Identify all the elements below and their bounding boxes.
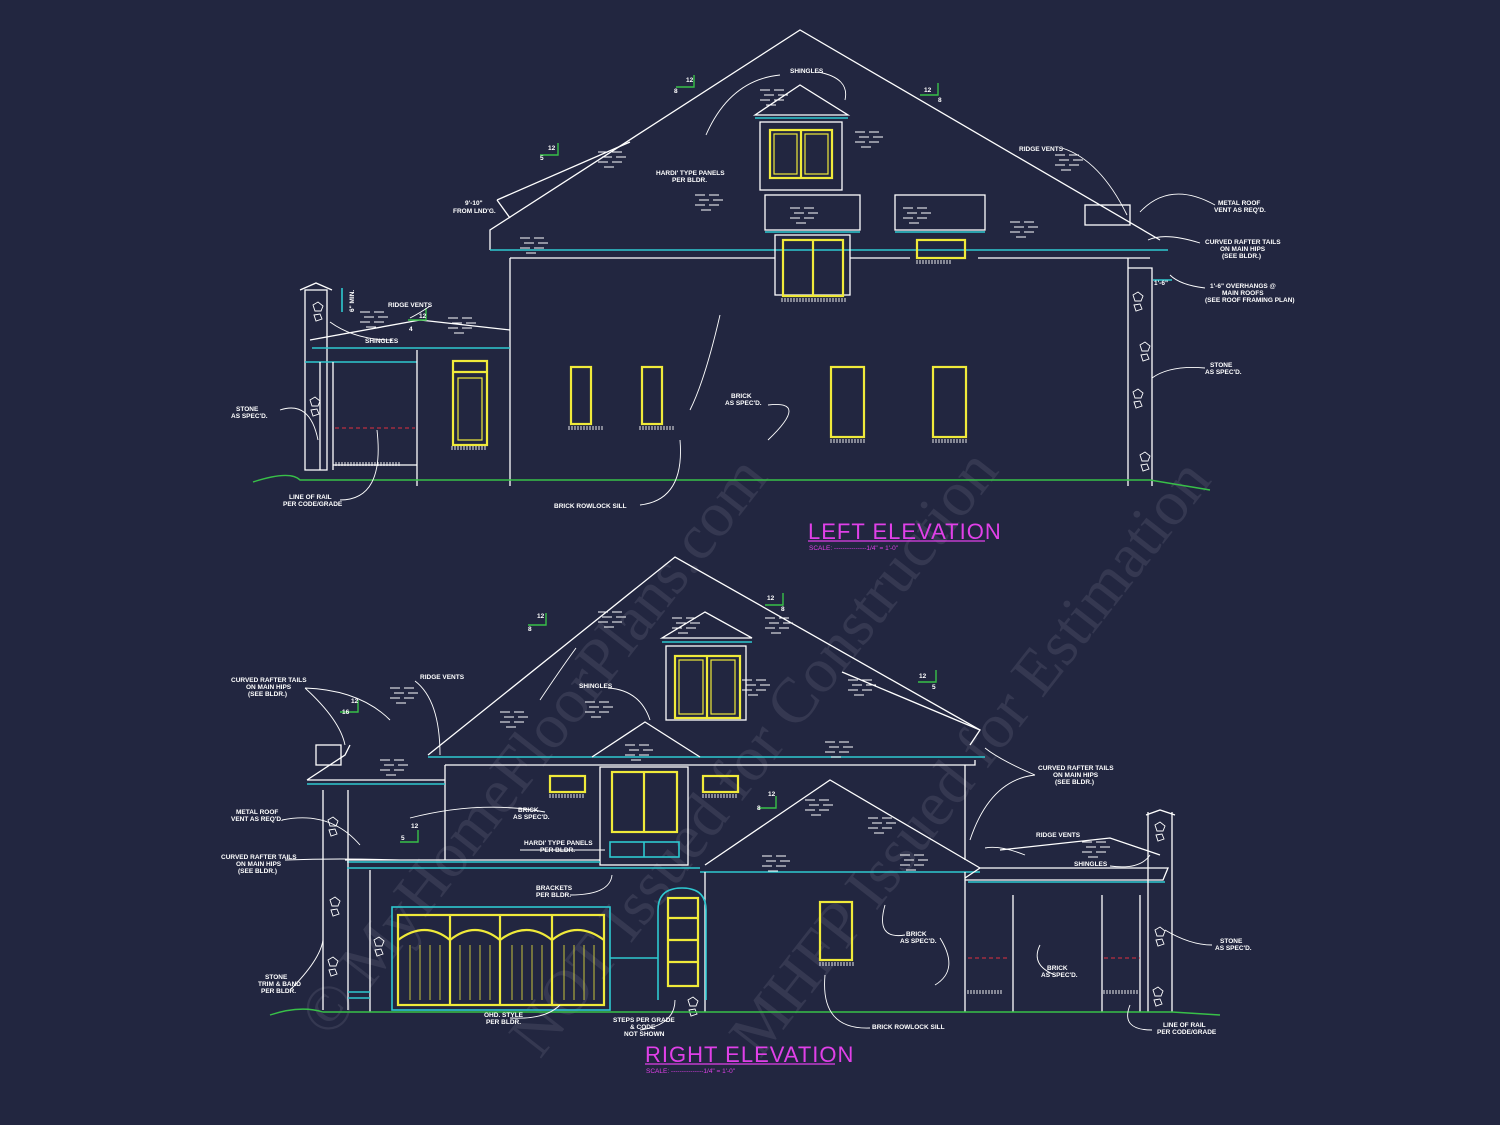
note-brick-c-2: AS SPEC'D. [1041, 972, 1078, 979]
note-rail-1: LINE OF RAIL [289, 494, 332, 501]
note-curved-m-3: (SEE BLDR.) [238, 868, 277, 875]
left-elevation-title: LEFT ELEVATION [808, 519, 1002, 544]
note-curved-1: CURVED RAFTER TAILS [1205, 239, 1281, 246]
note-curved-r-1: CURVED RAFTER TAILS [1038, 765, 1114, 772]
note-metal-roof-1: METAL ROOF [1218, 200, 1260, 207]
note-rail-2: PER CODE/GRADE [1157, 1029, 1217, 1036]
note-stone-l-2: TRIM & BAND [258, 981, 301, 988]
pitch-12b: 12 [767, 595, 775, 602]
pitch-5b: 5 [401, 835, 405, 842]
note-rowlock: BRICK ROWLOCK SILL [554, 503, 627, 510]
pitch-8b: 8 [781, 606, 785, 613]
pitch-4: 4 [409, 326, 413, 333]
pitch-12d: 12 [919, 673, 927, 680]
right-elevation-title-block: RIGHT ELEVATION SCALE: ---------------1/… [645, 1042, 854, 1075]
dim-min: 6" MIN. [349, 290, 356, 312]
note-brick-1: BRICK [731, 393, 752, 400]
note-curved-l-2: ON MAIN HIPS [246, 684, 292, 691]
note-curved-r-2: ON MAIN HIPS [1053, 772, 1099, 779]
right-elevation-title: RIGHT ELEVATION [645, 1042, 854, 1067]
note-metal-roof-2: VENT AS REQ'D. [1214, 207, 1266, 214]
note-shingles: SHINGLES [790, 68, 824, 75]
note-hardi-2: PER BLDR. [540, 847, 575, 854]
right-elevation-drawing [269, 556, 1221, 1031]
note-stone-right-2: AS SPEC'D. [1205, 369, 1242, 376]
note-curved-l-1: CURVED RAFTER TAILS [231, 677, 307, 684]
note-hardi-1: HARDI' TYPE PANELS [656, 170, 725, 177]
note-brick-r-2: AS SPEC'D. [900, 938, 937, 945]
pitch-8c: 8 [757, 805, 761, 812]
pitch-12f: 12 [768, 791, 776, 798]
pitch-5: 5 [540, 155, 544, 162]
note-brick-c-1: BRICK [1047, 965, 1068, 972]
right-elevation-scale: SCALE: ---------------1/4" = 1'-0" [646, 1068, 736, 1075]
note-ridge-vents: RIDGE VENTS [1019, 146, 1064, 153]
pitch-8a: 8 [528, 626, 532, 633]
note-brick-2: AS SPEC'D. [725, 400, 762, 407]
note-ridge-vents-r: RIDGE VENTS [1036, 832, 1081, 839]
note-finish-1: 9'-10" [465, 200, 483, 207]
left-elevation-notes: SHINGLES HARDI' TYPE PANELS PER BLDR. RI… [231, 68, 1295, 510]
note-curved-3: (SEE BLDR.) [1222, 253, 1261, 260]
note-steps-1: STEPS PER GRADE [613, 1017, 675, 1024]
left-elevation-scale: SCALE: ---------------1/4" = 1'-0" [809, 545, 899, 552]
left-elevation-drawing [252, 29, 1216, 506]
pitch-12e: 12 [411, 823, 419, 830]
note-stone-l-1: STONE [265, 974, 288, 981]
note-curved-l-3: (SEE BLDR.) [248, 691, 287, 698]
note-ohd-1: OHD. STYLE [484, 1012, 524, 1019]
pitch-12c: 12 [548, 145, 556, 152]
note-ridge-vents: RIDGE VENTS [420, 674, 465, 681]
note-shingles-r: SHINGLES [1074, 861, 1108, 868]
note-stone-left-1: STONE [236, 406, 259, 413]
dim-overhang: 1'-6" [1154, 280, 1168, 287]
note-stone-l-3: PER BLDR. [261, 988, 296, 995]
note-curved-m-2: ON MAIN HIPS [236, 861, 282, 868]
note-metal-roof-2: VENT AS REQ'D. [231, 816, 283, 823]
note-brick-2: AS SPEC'D. [513, 814, 550, 821]
note-overhang-3: (SEE ROOF FRAMING PLAN) [1205, 297, 1295, 304]
note-brick-1: BRICK [518, 807, 539, 814]
note-rail-1: LINE OF RAIL [1163, 1022, 1206, 1029]
note-curved-2: ON MAIN HIPS [1220, 246, 1266, 253]
note-steps-2: & CODE [630, 1024, 656, 1031]
note-ohd-2: PER BLDR. [486, 1019, 521, 1026]
note-brick-r-1: BRICK [906, 931, 927, 938]
pitch-5a: 5 [932, 684, 936, 691]
pitch-12a: 12 [686, 77, 694, 84]
pitch-8: 8 [674, 88, 678, 95]
note-steps-3: NOT SHOWN [624, 1031, 665, 1038]
note-rowlock: BRICK ROWLOCK SILL [872, 1024, 945, 1031]
note-overhang-2: MAIN ROOFS [1222, 290, 1264, 297]
note-stone-right-1: STONE [1210, 362, 1233, 369]
pitch-8b: 8 [938, 97, 942, 104]
watermark: © MyHomeFloorPlans.com NOT Issued for Co… [285, 436, 1224, 1069]
pitch-12b: 12 [924, 87, 932, 94]
note-shingles: SHINGLES [579, 683, 613, 690]
note-stone-left-2: AS SPEC'D. [231, 413, 268, 420]
pitch-12c: 12 [351, 698, 359, 705]
note-overhang-1: 1'-6" OVERHANGS @ [1210, 283, 1276, 290]
note-curved-m-1: CURVED RAFTER TAILS [221, 854, 297, 861]
note-metal-roof-1: METAL ROOF [236, 809, 278, 816]
pitch-16: 16 [342, 709, 350, 716]
pitch-12a: 12 [537, 613, 545, 620]
note-brackets-2: PER BLDR. [536, 892, 571, 899]
right-elevation-notes: CURVED RAFTER TAILS ON MAIN HIPS (SEE BL… [221, 595, 1252, 1038]
note-curved-r-3: (SEE BLDR.) [1055, 779, 1094, 786]
pitch-12d: 12 [419, 313, 427, 320]
note-shingles-low: SHINGLES [365, 338, 399, 345]
note-ridge-vents-low: RIDGE VENTS [388, 302, 433, 309]
note-stone-r-1: STONE [1220, 938, 1243, 945]
note-finish-2: FROM LND'G. [453, 208, 496, 215]
note-hardi-2: PER BLDR. [672, 177, 707, 184]
note-hardi-1: HARDI' TYPE PANELS [524, 840, 593, 847]
left-elevation-title-block: LEFT ELEVATION SCALE: ---------------1/4… [808, 519, 1002, 552]
note-stone-r-2: AS SPEC'D. [1215, 945, 1252, 952]
note-rail-2: PER CODE/GRADE [283, 501, 343, 508]
note-brackets-1: BRACKETS [536, 885, 573, 892]
